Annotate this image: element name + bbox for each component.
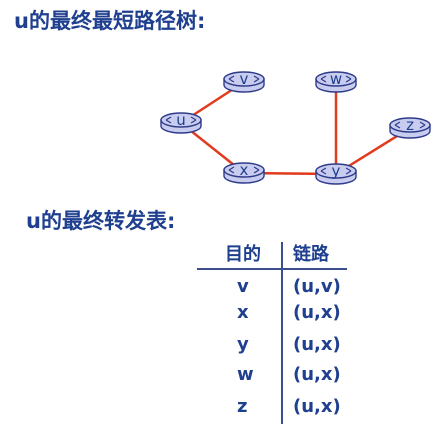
shortest-path-tree-diagram: v w u z x y xyxy=(160,70,431,185)
router-label: x xyxy=(240,161,249,179)
link-cell: (u,x) xyxy=(293,334,341,355)
table-row: w (u,x) xyxy=(197,364,357,388)
destination-cell: w xyxy=(237,364,254,385)
link-cell: (u,v) xyxy=(293,276,341,297)
router-label: v xyxy=(240,70,249,88)
table-row: x (u,x) xyxy=(197,302,357,326)
table-row: y (u,x) xyxy=(197,334,357,358)
column-header-destination: 目的 xyxy=(225,244,261,265)
header-divider xyxy=(197,268,347,270)
router-u: u xyxy=(160,111,202,134)
table-row: z (u,x) xyxy=(197,396,357,420)
destination-cell: z xyxy=(237,396,248,417)
forwarding-table-heading: u的最终转发表: xyxy=(26,209,176,233)
destination-cell: x xyxy=(237,302,249,323)
link-cell: (u,x) xyxy=(293,364,341,385)
router-y: y xyxy=(315,162,357,185)
router-label: z xyxy=(406,116,414,134)
router-w: w xyxy=(315,70,357,93)
links-layer xyxy=(180,80,411,176)
routers-layer: v w u z x y xyxy=(160,70,431,185)
destination-cell: v xyxy=(237,276,249,297)
link-cell: (u,x) xyxy=(293,302,341,323)
destination-cell: y xyxy=(237,334,249,355)
column-divider xyxy=(281,242,283,424)
router-label: w xyxy=(330,70,342,88)
router-label: y xyxy=(332,162,341,180)
router-label: u xyxy=(176,111,186,129)
router-v: v xyxy=(223,70,265,93)
link-cell: (u,x) xyxy=(293,396,341,417)
router-x: x xyxy=(223,161,265,184)
page-title: u的最终最短路径树: xyxy=(14,9,206,33)
column-header-link: 链路 xyxy=(293,244,329,265)
router-z: z xyxy=(389,116,431,139)
table-row: v (u,v) xyxy=(197,276,357,300)
